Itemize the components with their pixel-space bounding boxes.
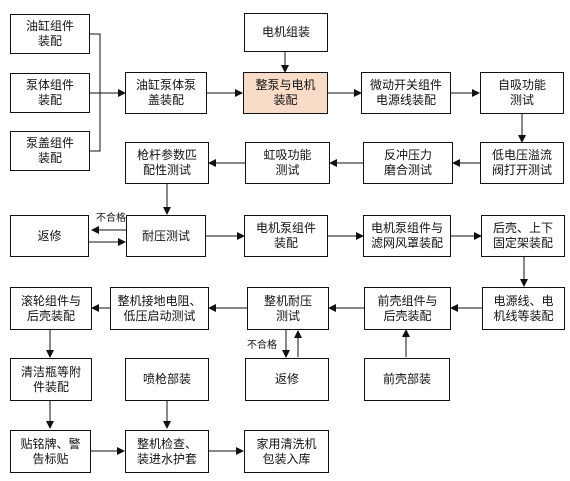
node-spray-gun-subassembly: 喷枪部装	[125, 358, 209, 401]
node-pump-body-assembly: 泵体组件 装配	[10, 73, 90, 113]
node-pump-cover-assembly: 泵盖组件 装配	[10, 131, 90, 171]
node-cylinder-pump-cover-assembly: 油缸泵体泵 盖装配	[125, 72, 207, 114]
fail-label-2: 不合格	[247, 340, 277, 351]
node-label-application: 贴铭牌、警 告标贴	[10, 430, 91, 473]
node-pressure-test: 耐压测试	[126, 215, 206, 257]
node-motor-assembly: 电机组装	[244, 13, 328, 52]
node-grounding-lowvoltage-test: 整机接地电阻、 低压启动测试	[110, 287, 209, 330]
node-rework-1: 返修	[10, 215, 89, 257]
node-final-inspection: 整机检查、 装进水护套	[125, 430, 209, 473]
node-front-rear-shell-assembly: 前壳组件与 后壳装配	[364, 287, 451, 330]
node-filter-fan-cover-assembly: 电机泵组件与 滤网风罩装配	[363, 215, 451, 257]
node-siphon-test: 虹吸功能 测试	[245, 142, 330, 184]
node-accessories-assembly: 清洁瓶等附 件装配	[10, 358, 92, 401]
node-overflow-valve-test: 低电压溢流 阀打开测试	[480, 142, 564, 184]
node-cylinder-assembly: 油缸组件 装配	[10, 14, 90, 54]
fail-label-1: 不合格	[96, 213, 126, 224]
node-motor-pump-assembly: 电机泵组件 装配	[244, 215, 328, 257]
node-microswitch-cable-assembly: 微动开关组件 电源线装配	[361, 72, 451, 114]
node-cable-assembly: 电源线、电 机线等装配	[482, 287, 565, 330]
node-wheel-assembly: 滚轮组件与 后壳装配	[10, 287, 92, 330]
node-rework-2: 返修	[245, 358, 329, 401]
node-backflush-pressure-test: 反冲压力 磨合测试	[363, 142, 453, 184]
node-rear-shell-bracket-assembly: 后壳、上下 固定架装配	[481, 215, 565, 257]
node-front-shell-subassembly: 前壳部装	[364, 358, 450, 401]
node-packaging-storage: 家用清洗机 包装入库	[244, 430, 329, 473]
node-gun-parameter-test: 枪杆参数匹 配性测试	[125, 142, 209, 184]
node-machine-pressure-test: 整机耐压 测试	[247, 287, 329, 330]
node-self-priming-test: 自吸功能 测试	[480, 72, 564, 114]
node-pump-motor-assembly: 整泵与电机 装配	[243, 72, 328, 114]
